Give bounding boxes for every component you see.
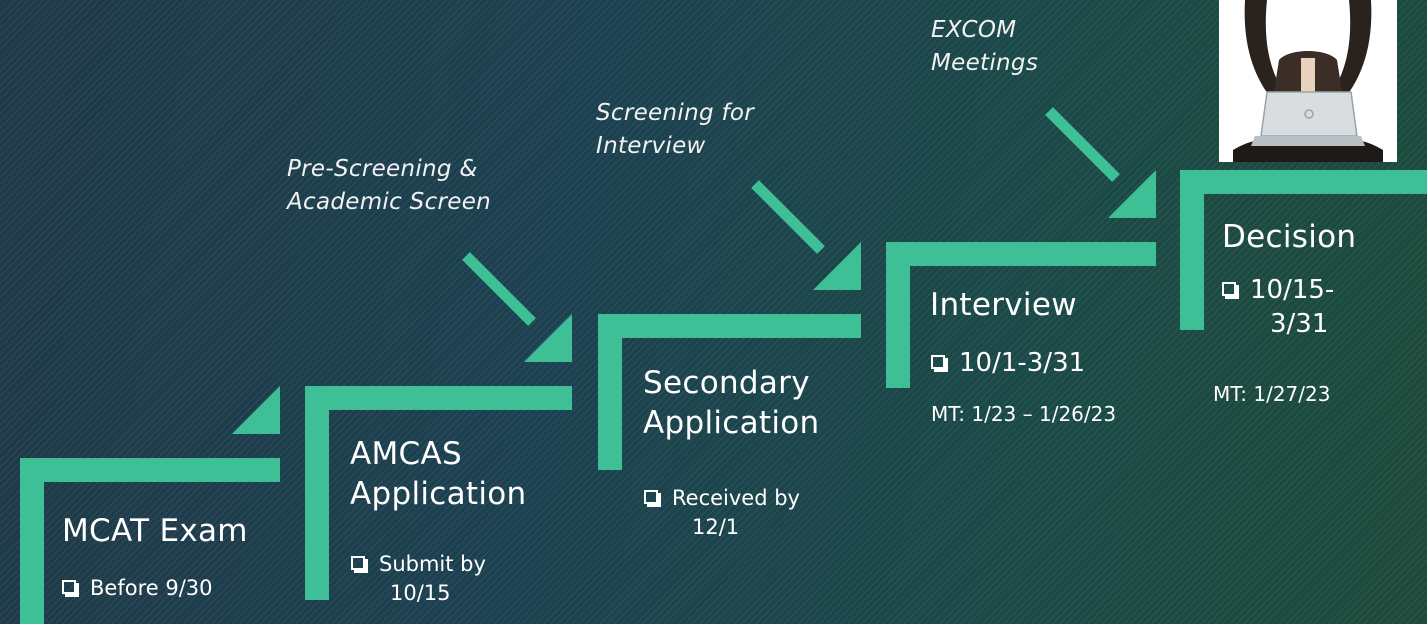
checkbox-bullet-icon xyxy=(644,490,661,507)
checkbox-bullet-icon xyxy=(62,580,79,597)
step-corner-triangle xyxy=(1108,170,1156,218)
arrow-stem xyxy=(1045,107,1120,182)
step-bracket-secondary xyxy=(598,314,861,470)
annotation-excom: EXCOM Meetings xyxy=(931,17,1039,76)
step-bullet-amcas: Submit by 10/15 xyxy=(351,550,486,608)
photo-illustration xyxy=(1219,0,1397,162)
step-mt-note-decision: MT: 1/27/23 xyxy=(1213,382,1331,406)
step-bullet-secondary: Received by 12/1 xyxy=(644,484,800,542)
arrow-stem xyxy=(751,180,825,254)
step-bracket-interview xyxy=(886,242,1156,388)
step-bullet-mcat: Before 9/30 xyxy=(62,574,213,603)
checkbox-bullet-icon xyxy=(931,354,948,372)
arrow-stem xyxy=(462,252,536,326)
annotation-pre-screening: Pre-Screening & Academic Screen xyxy=(287,156,492,215)
step-corner-triangle xyxy=(232,386,280,434)
step-bullet-decision: 10/15- 3/31 xyxy=(1222,273,1334,341)
step-title-amcas: AMCAS Application xyxy=(350,436,527,512)
step-title-secondary: Secondary Application xyxy=(643,365,820,441)
checkbox-bullet-icon xyxy=(351,556,368,573)
step-mt-note-interview: MT: 1/23 – 1/26/23 xyxy=(931,402,1117,426)
step-bracket-amcas xyxy=(305,386,572,600)
step-bracket-mcat xyxy=(20,458,280,624)
person-with-laptop-icon xyxy=(1219,0,1397,162)
step-title-decision: Decision xyxy=(1222,219,1357,255)
step-corner-triangle xyxy=(813,242,861,290)
step-corner-triangle xyxy=(524,314,572,362)
checkbox-bullet-icon xyxy=(1222,281,1239,299)
step-title-mcat: MCAT Exam xyxy=(62,513,248,549)
step-title-interview: Interview xyxy=(930,287,1077,323)
annotation-screening-interview: Screening for Interview xyxy=(596,100,754,159)
step-bracket-decision xyxy=(1180,170,1427,330)
step-bullet-interview: 10/1-3/31 xyxy=(931,346,1085,380)
